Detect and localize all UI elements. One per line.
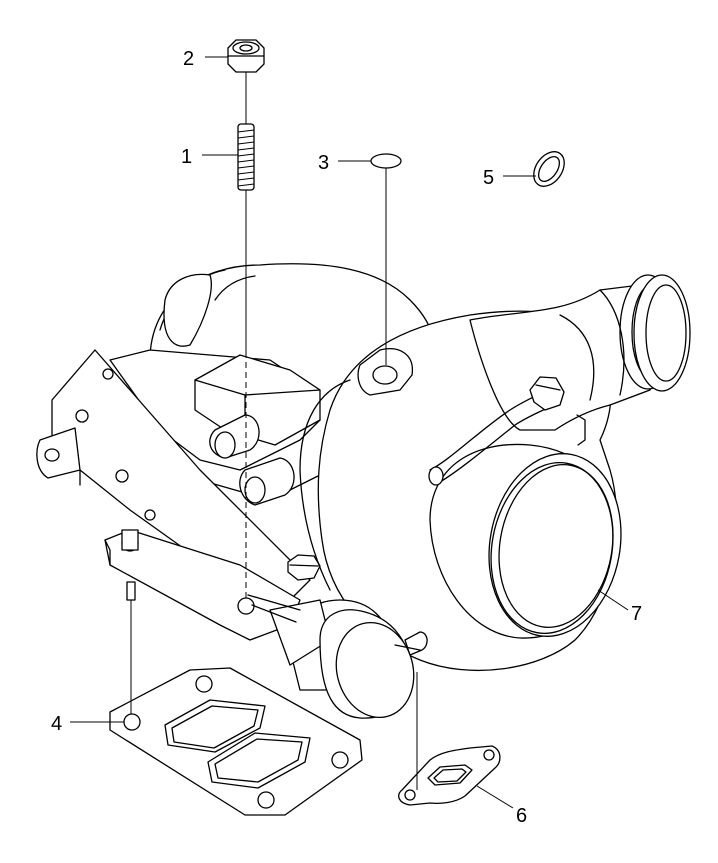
callout-labels: 1 2 3 4 5 6 7 bbox=[51, 48, 642, 827]
part-5-seal-ring bbox=[533, 151, 565, 187]
callout-label-4: 4 bbox=[51, 713, 62, 735]
part-2-nut bbox=[227, 39, 265, 73]
callout-label-7: 7 bbox=[631, 603, 642, 625]
callout-leaders bbox=[70, 56, 629, 809]
part-6-small-gasket bbox=[398, 745, 501, 806]
callout-label-5: 5 bbox=[483, 167, 494, 189]
part-4-gasket bbox=[109, 667, 363, 816]
turbocharger-assembly bbox=[36, 263, 691, 719]
part-1-stud bbox=[237, 123, 255, 191]
callout-label-1: 1 bbox=[181, 146, 192, 168]
callout-label-3: 3 bbox=[318, 152, 329, 174]
callout-label-6: 6 bbox=[516, 805, 527, 827]
callout-label-2: 2 bbox=[183, 48, 194, 70]
part-3-o-ring bbox=[370, 153, 402, 169]
assembly-lines bbox=[130, 72, 418, 790]
